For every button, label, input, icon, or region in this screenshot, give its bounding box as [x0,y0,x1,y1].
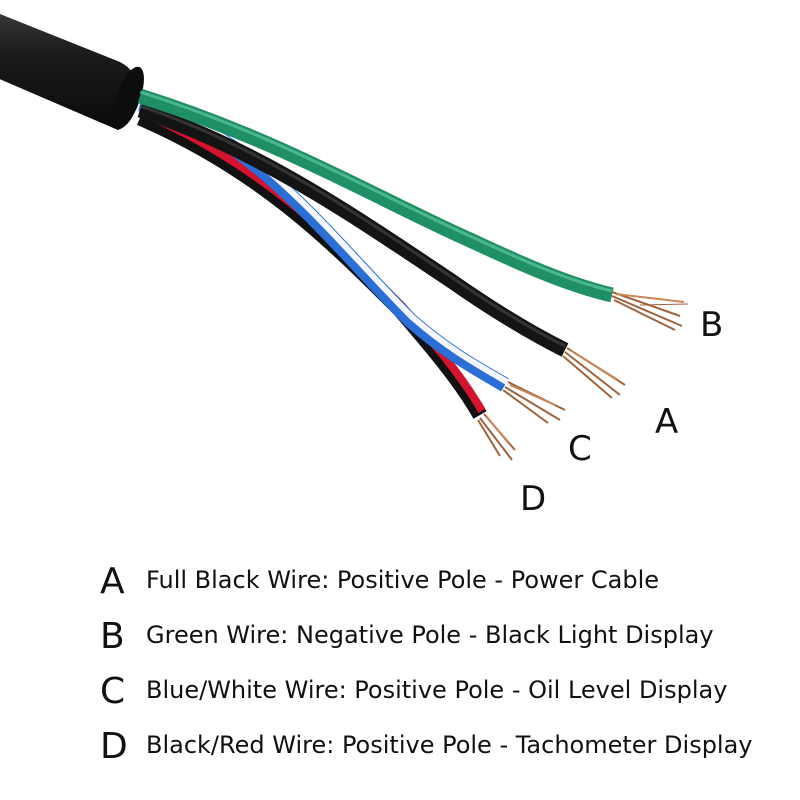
legend-description: Full Black Wire: Positive Pole - Power C… [146,566,660,594]
legend-letter: B [100,616,125,657]
legend-description: Black/Red Wire: Positive Pole - Tachomet… [146,731,753,759]
legend-letter: A [100,561,125,602]
legend-description: Blue/White Wire: Positive Pole - Oil Lev… [146,676,728,704]
wire-b-green [137,88,614,303]
copper-strands [477,291,689,461]
legend-letter: C [100,671,126,712]
wire-label-b: B [700,305,724,345]
legend-row-a: A Full Black Wire: Positive Pole - Power… [100,560,790,615]
wire-label-a: A [655,402,679,442]
wire-label-d: D [520,479,547,519]
cable-illustration [0,14,689,461]
wire-legend: A Full Black Wire: Positive Pole - Power… [100,560,790,780]
legend-letter: D [100,726,128,767]
legend-row-d: D Black/Red Wire: Positive Pole - Tachom… [100,725,790,780]
legend-row-b: B Green Wire: Negative Pole - Black Ligh… [100,615,790,670]
legend-description: Green Wire: Negative Pole - Black Light … [146,621,714,649]
wire-a-black [137,102,569,357]
legend-row-c: C Blue/White Wire: Positive Pole - Oil L… [100,670,790,725]
wire-label-c: C [568,429,592,469]
cable-jacket [0,14,144,130]
